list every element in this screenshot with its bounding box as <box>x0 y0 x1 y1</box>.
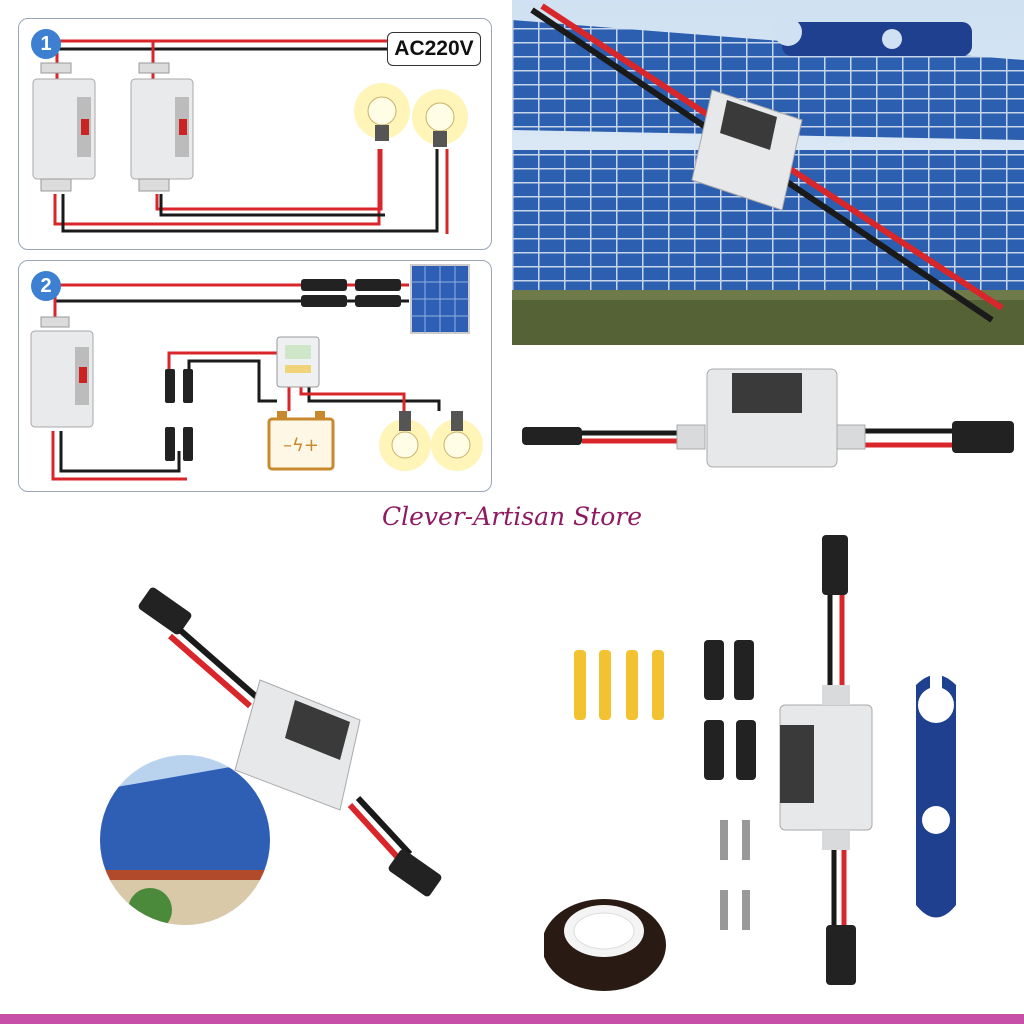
breaker-product-diagonal <box>100 587 442 925</box>
svg-text:–ϟ+: –ϟ+ <box>283 435 319 456</box>
mc4-connector-icon <box>522 427 582 445</box>
mc4-connector-icon <box>704 640 756 930</box>
mc4-connector-icon <box>822 535 848 595</box>
tape-roll-icon <box>544 899 666 991</box>
step-badge: 2 <box>31 271 61 301</box>
battery-icon: –ϟ+ <box>267 411 335 471</box>
wiring-diagram-2: –ϟ+ 2 <box>18 260 492 492</box>
mc4-connector-icon <box>826 925 856 985</box>
step-badge: 1 <box>31 29 61 59</box>
diagram-1-wiring <box>32 39 468 234</box>
breaker-box-icon <box>779 685 873 850</box>
breaker-box-icon <box>676 368 866 468</box>
light-bulb-icon <box>354 83 410 141</box>
mc4-connector-icon <box>388 849 442 897</box>
voltage-label: AC220V <box>387 32 481 66</box>
solar-field-photo <box>512 0 1024 345</box>
wrench-icon <box>774 18 972 56</box>
footer-bar <box>0 1014 1024 1024</box>
mc4-connector-icon <box>165 369 193 461</box>
accessory-kit <box>544 535 956 991</box>
charge-controller-icon <box>276 336 320 388</box>
house-roof-photo <box>100 755 270 925</box>
wrench-icon <box>916 665 956 918</box>
light-bulb-icon <box>431 411 483 471</box>
light-bulb-icon <box>379 411 431 471</box>
breaker-box-icon <box>30 316 94 428</box>
mc4-connector-icon <box>952 421 1014 453</box>
light-bulb-icon <box>412 89 468 147</box>
breaker-box-icon <box>234 679 361 811</box>
breaker-box-icon <box>32 62 96 192</box>
diagram-2-wiring: –ϟ+ <box>30 264 483 481</box>
mc4-connector-icon <box>138 587 192 635</box>
wall-anchor-icon <box>574 650 664 720</box>
breaker-box-icon <box>691 89 803 211</box>
breaker-box-icon <box>130 62 194 192</box>
mc4-connector-icon <box>301 279 401 307</box>
store-name: Clever-Artisan Store <box>381 502 643 531</box>
solar-panel-icon <box>410 264 470 334</box>
breaker-product-horizontal <box>522 368 1014 468</box>
